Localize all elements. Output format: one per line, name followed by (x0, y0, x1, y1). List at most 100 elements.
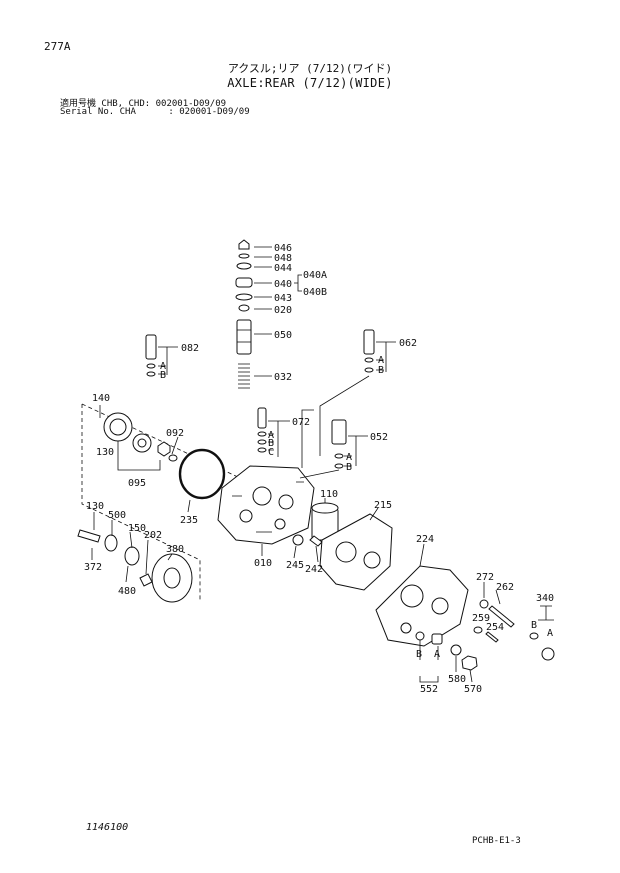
pin-062-group (319, 329, 396, 456)
label-072: 072 (292, 417, 310, 428)
label-500: 500 (108, 510, 126, 521)
label-044: 044 (274, 263, 292, 274)
part-552[interactable] (431, 633, 443, 645)
right-parts-group (473, 582, 555, 661)
part-043[interactable] (235, 293, 253, 301)
part-020[interactable] (238, 304, 250, 312)
oring-b-082[interactable] (146, 371, 156, 377)
label-020: 020 (274, 305, 292, 316)
page-number: 277A (44, 40, 71, 53)
label-048: 048 (274, 253, 292, 264)
part-048[interactable] (238, 253, 250, 259)
label-062: 062 (399, 338, 417, 349)
oring-b-062[interactable] (364, 367, 374, 373)
label-050: 050 (274, 330, 292, 341)
label-245: 245 (286, 560, 304, 571)
part-032-spring[interactable] (238, 363, 250, 389)
label-130-lower: 130 (86, 501, 104, 512)
label-340-b: B (531, 620, 537, 631)
part-082[interactable] (145, 334, 157, 360)
part-254[interactable] (485, 631, 499, 643)
callout-labels: 046 048 044 040 040A 040B 043 020 050 03… (84, 243, 554, 695)
cover-224-group (375, 543, 478, 683)
serial-line-2: Serial No. CHA : 020001-D09/09 (60, 107, 250, 117)
label-272: 272 (476, 572, 494, 583)
label-040A: 040A (303, 270, 327, 281)
label-372: 372 (84, 562, 102, 573)
label-046: 046 (274, 243, 292, 254)
part-010[interactable] (217, 465, 315, 545)
valve-stack (235, 239, 302, 389)
part-040[interactable] (235, 277, 253, 288)
label-062-a: A (378, 355, 384, 366)
part-259[interactable] (473, 626, 483, 634)
label-110: 110 (320, 489, 338, 500)
serial-line-1: 適用号機 CHB, CHD: 002001-D09/09 (60, 99, 227, 109)
label-043: 043 (274, 293, 292, 304)
label-242: 242 (305, 564, 323, 575)
label-092: 092 (166, 428, 184, 439)
label-570: 570 (464, 684, 482, 695)
title-english: AXLE:REAR (7/12)(WIDE) (227, 76, 393, 90)
part-480[interactable] (124, 546, 140, 566)
oring-a-062[interactable] (364, 357, 374, 363)
part-580[interactable] (450, 644, 462, 656)
label-224: 224 (416, 534, 434, 545)
label-072-a: A (268, 430, 274, 441)
footer-code: 1146100 (86, 822, 129, 833)
label-202: 202 (144, 530, 162, 541)
part-062[interactable] (363, 329, 375, 355)
label-082: 082 (181, 343, 199, 354)
label-235: 235 (180, 515, 198, 526)
title-japanese: アクスル;リア (7/12)(ワイド) (227, 62, 393, 75)
part-340[interactable] (541, 647, 555, 661)
footer-ref: PCHB-E1-3 (472, 836, 521, 846)
label-072-b: B (268, 438, 274, 449)
label-032: 032 (274, 372, 292, 383)
gasket-215-group (319, 507, 393, 591)
label-130-upper: 130 (96, 447, 114, 458)
part-245[interactable] (292, 534, 304, 546)
part-072[interactable] (257, 407, 267, 429)
label-552-a: A (434, 649, 440, 660)
part-372[interactable] (77, 529, 101, 543)
label-040: 040 (274, 279, 292, 290)
label-480: 480 (118, 586, 136, 597)
label-052-a: A (346, 452, 352, 463)
part-235-oring[interactable] (178, 448, 226, 500)
label-254: 254 (486, 622, 504, 633)
part-202[interactable] (139, 573, 153, 587)
label-262: 262 (496, 582, 514, 593)
label-259: 259 (472, 613, 490, 624)
label-580: 580 (448, 674, 466, 685)
label-215: 215 (374, 500, 392, 511)
label-552: 552 (420, 684, 438, 695)
part-224[interactable] (375, 565, 469, 647)
part-046[interactable] (238, 239, 250, 250)
label-082-b: B (160, 370, 166, 381)
label-340: 340 (536, 593, 554, 604)
part-570[interactable] (461, 655, 478, 671)
label-095: 095 (128, 478, 146, 489)
part-092[interactable] (157, 441, 171, 457)
label-052: 052 (370, 432, 388, 443)
part-272[interactable] (479, 599, 489, 609)
part-262[interactable] (488, 605, 515, 628)
part-500[interactable] (104, 534, 118, 552)
label-010: 010 (254, 558, 272, 569)
pin-082-group (145, 334, 178, 377)
label-040B: 040B (303, 287, 327, 298)
label-552-b: B (416, 649, 422, 660)
label-150: 150 (128, 523, 146, 534)
label-082-a: A (160, 361, 166, 372)
oring-a-082[interactable] (146, 363, 156, 369)
label-072-c: C (268, 447, 274, 458)
part-044[interactable] (236, 262, 252, 270)
label-140: 140 (92, 393, 110, 404)
label-380: 380 (166, 544, 184, 555)
part-050[interactable] (236, 319, 252, 355)
part-052[interactable] (331, 419, 347, 445)
label-052-b: B (346, 462, 352, 473)
